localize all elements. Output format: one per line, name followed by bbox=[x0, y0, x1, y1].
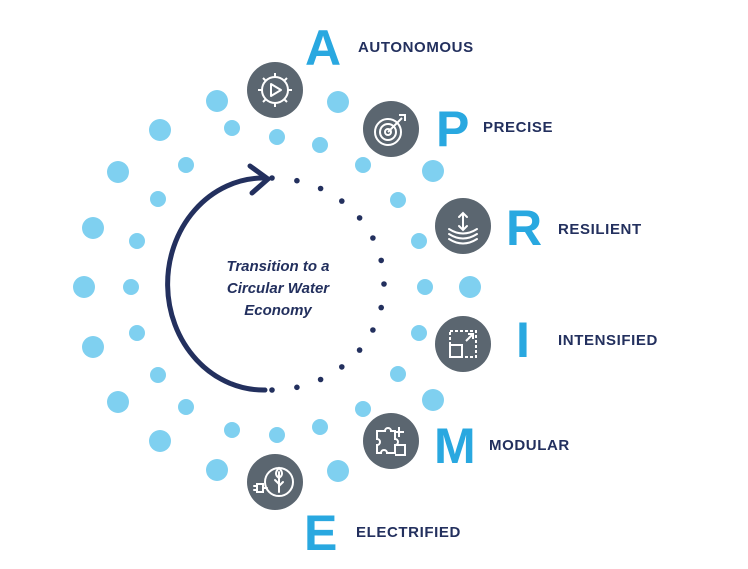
center-line-3: Economy bbox=[244, 302, 312, 319]
center-label: Transition to a Circular Water Economy bbox=[193, 256, 363, 322]
decorative-dot bbox=[107, 161, 129, 183]
letter-a: A bbox=[305, 20, 342, 76]
decorative-dot bbox=[150, 191, 166, 207]
gear-play-icon bbox=[247, 62, 303, 118]
center-line-2: Circular Water bbox=[226, 280, 330, 297]
arc-dot bbox=[378, 304, 385, 311]
arc-dot bbox=[356, 347, 363, 353]
puzzle-icon bbox=[363, 413, 419, 469]
arc-dot bbox=[381, 281, 387, 287]
word-precise: PRECISE bbox=[483, 119, 554, 136]
letter-r: R bbox=[506, 200, 543, 256]
word-modular: MODULAR bbox=[489, 437, 570, 454]
letter-m: M bbox=[434, 418, 476, 474]
decorative-dot bbox=[129, 233, 145, 249]
decorative-dot bbox=[312, 419, 328, 435]
target-arrow-icon bbox=[363, 101, 419, 157]
decorative-dot bbox=[107, 391, 129, 413]
decorative-dot bbox=[82, 217, 104, 239]
decorative-dot bbox=[355, 157, 371, 173]
arc-dot bbox=[370, 327, 376, 333]
decorative-dot bbox=[459, 276, 481, 298]
word-resilient: RESILIENT bbox=[558, 221, 642, 238]
decorative-dot bbox=[224, 120, 240, 136]
arc-dot bbox=[339, 198, 345, 204]
decorative-dot bbox=[178, 399, 194, 415]
letter-e: E bbox=[304, 505, 338, 561]
dotted-arc bbox=[269, 175, 387, 393]
arc-dot bbox=[356, 215, 363, 221]
decorative-dot bbox=[390, 366, 406, 382]
arc-dot bbox=[269, 175, 275, 181]
word-intensified: INTENSIFIED bbox=[558, 332, 658, 349]
decorative-dot bbox=[123, 279, 139, 295]
arc-dot bbox=[378, 257, 385, 264]
decorative-dot bbox=[224, 422, 240, 438]
decorative-dot bbox=[355, 401, 371, 417]
decorative-dot bbox=[390, 192, 406, 208]
scale-box-icon bbox=[435, 316, 491, 372]
arc-dot bbox=[269, 387, 275, 393]
arc-dot bbox=[339, 364, 345, 370]
decorative-dot bbox=[206, 459, 228, 481]
arc-dot bbox=[294, 177, 300, 184]
decorative-dot bbox=[82, 336, 104, 358]
decorative-dot bbox=[312, 137, 328, 153]
arc-dot bbox=[294, 384, 300, 391]
decorative-dot bbox=[327, 91, 349, 113]
decorative-dot bbox=[417, 279, 433, 295]
plug-leaf-icon bbox=[247, 454, 303, 510]
arc-dot bbox=[317, 376, 324, 383]
arc-dot bbox=[317, 185, 324, 192]
decorative-dot bbox=[129, 325, 145, 341]
circular-arrow bbox=[165, 163, 271, 393]
arc-dot bbox=[370, 235, 376, 241]
decorative-dot bbox=[178, 157, 194, 173]
decorative-dots bbox=[73, 90, 481, 482]
decorative-dot bbox=[422, 160, 444, 182]
decorative-dot bbox=[150, 367, 166, 383]
decorative-dot bbox=[73, 276, 95, 298]
word-autonomous: AUTONOMOUS bbox=[358, 39, 474, 56]
decorative-dot bbox=[327, 460, 349, 482]
letter-p: P bbox=[436, 101, 470, 157]
decorative-dot bbox=[269, 129, 285, 145]
decorative-dot bbox=[149, 119, 171, 141]
center-line-1: Transition to a bbox=[226, 258, 330, 275]
decorative-dot bbox=[411, 325, 427, 341]
decorative-dot bbox=[149, 430, 171, 452]
bounce-arrow-icon bbox=[435, 198, 491, 254]
arrow-head bbox=[247, 163, 271, 196]
decorative-dot bbox=[206, 90, 228, 112]
decorative-dot bbox=[422, 389, 444, 411]
word-electrified: ELECTRIFIED bbox=[356, 524, 461, 541]
decorative-dot bbox=[411, 233, 427, 249]
decorative-dot bbox=[269, 427, 285, 443]
arrow-arc bbox=[165, 175, 268, 393]
letter-i: I bbox=[516, 312, 530, 368]
